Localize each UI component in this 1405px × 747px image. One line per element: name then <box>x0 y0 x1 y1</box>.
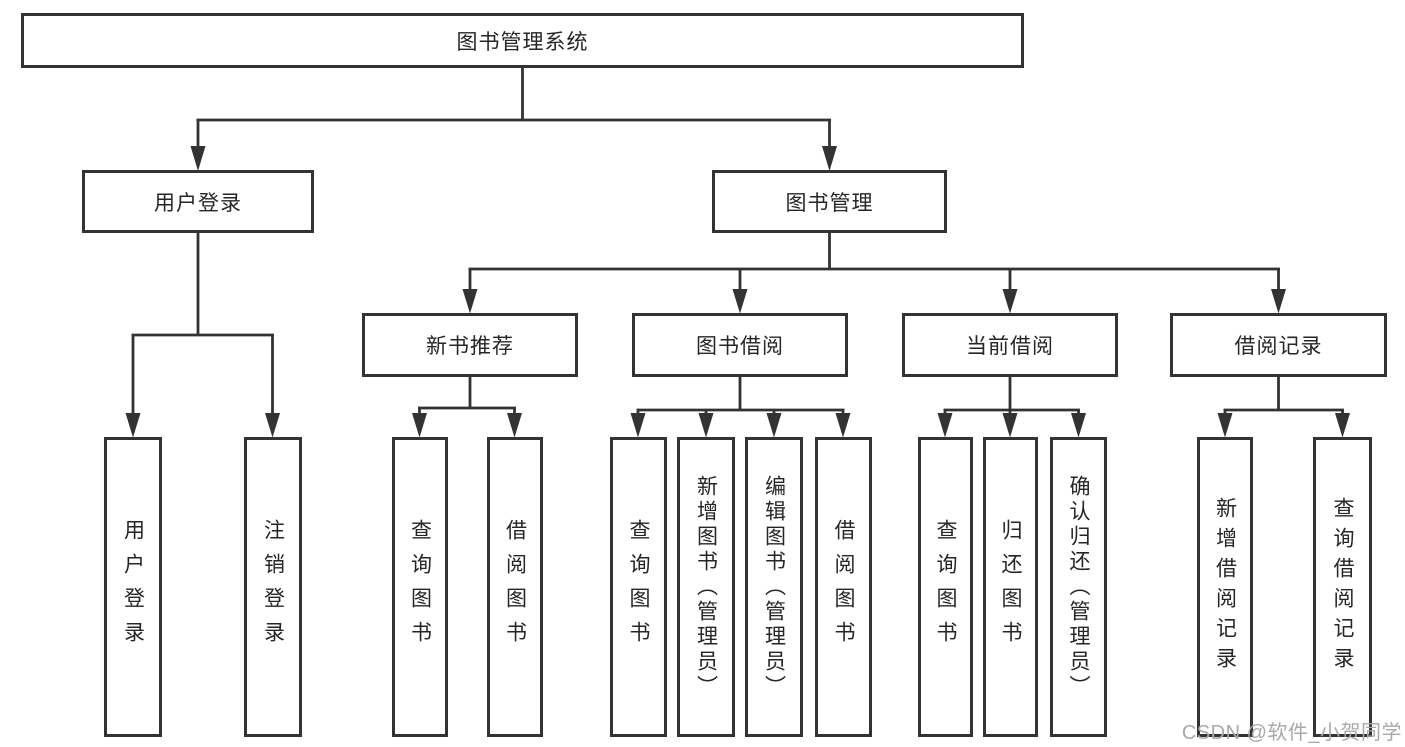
leaf-add-borrow-record: 新增借阅记录 <box>1197 437 1253 737</box>
connector-new-book-recommendation-to-leaves <box>412 376 522 438</box>
node-book-management: 图书管理 <box>712 170 947 233</box>
leaf-label: 新增图书（管理员） <box>694 474 718 700</box>
leaf-label: 注销登录 <box>261 519 285 655</box>
leaf-label: 用户登录 <box>121 519 145 655</box>
node-library-management-system: 图书管理系统 <box>21 13 1024 68</box>
connector-root-to-level2 <box>190 67 837 171</box>
leaf-user-login: 用户登录 <box>104 437 162 737</box>
leaf-logout: 注销登录 <box>244 437 302 737</box>
connector-current-borrowing-to-leaves <box>937 376 1086 438</box>
node-label: 借阅记录 <box>1234 335 1323 358</box>
node-book-borrowing: 图书借阅 <box>632 313 848 377</box>
node-label: 图书管理系统 <box>456 30 589 54</box>
connector-book-borrowing-to-leaves <box>630 376 851 438</box>
leaf-label: 新增借阅记录 <box>1213 497 1237 677</box>
node-label: 当前借阅 <box>966 335 1054 358</box>
leaf-return-books: 归还图书 <box>983 437 1038 737</box>
node-label: 用户登录 <box>154 191 242 215</box>
leaf-label: 查询图书 <box>408 519 432 655</box>
leaf-query-borrow-record: 查询借阅记录 <box>1313 437 1372 737</box>
node-new-book-recommendation: 新书推荐 <box>362 313 578 377</box>
leaf-label: 归还图书 <box>999 519 1022 655</box>
node-borrowing-records: 借阅记录 <box>1170 313 1387 377</box>
leaf-label: 借阅图书 <box>832 519 855 655</box>
node-label: 图书管理 <box>785 191 874 215</box>
node-current-borrowing: 当前借阅 <box>902 313 1118 377</box>
node-label: 新书推荐 <box>426 335 514 358</box>
leaf-edit-books-admin: 编辑图书（管理员） <box>745 437 803 737</box>
connector-book-management-to-level3 <box>462 232 1286 314</box>
leaf-query-books-borrowing: 查询图书 <box>610 437 667 737</box>
connector-user-login-to-leaves <box>125 232 280 438</box>
csdn-watermark: CSDN @软件_小贺同学 <box>1181 722 1402 744</box>
leaf-label: 借阅图书 <box>503 519 527 655</box>
leaf-borrow-books-borrowing: 借阅图书 <box>815 437 872 737</box>
leaf-label: 查询图书 <box>934 519 957 655</box>
connector-borrowing-records-to-leaves <box>1217 376 1350 438</box>
leaf-label: 确认归还（管理员） <box>1067 474 1090 700</box>
leaf-query-books-current: 查询图书 <box>918 437 973 737</box>
leaf-add-books-admin: 新增图书（管理员） <box>677 437 735 737</box>
node-label: 图书借阅 <box>696 335 784 358</box>
leaf-label: 查询图书 <box>627 519 650 655</box>
leaf-query-books-recommendation: 查询图书 <box>392 437 448 737</box>
node-user-login: 用户登录 <box>82 170 314 233</box>
leaf-label: 查询借阅记录 <box>1331 497 1354 677</box>
leaf-borrow-books-recommendation: 借阅图书 <box>487 437 543 737</box>
leaf-confirm-return-admin: 确认归还（管理员） <box>1050 437 1107 737</box>
leaf-label: 编辑图书（管理员） <box>762 474 786 700</box>
